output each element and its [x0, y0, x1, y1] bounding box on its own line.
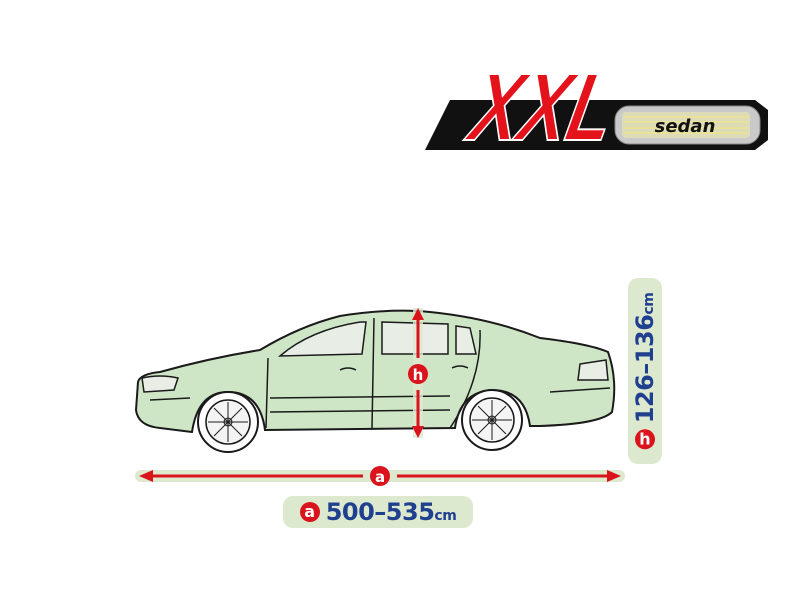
- logo-type-text: sedan: [655, 116, 716, 137]
- height-value: 126–136cm: [631, 293, 659, 424]
- length-range: 500–535: [325, 498, 435, 526]
- taillight: [577, 359, 609, 381]
- logo-plate-inner: [622, 112, 750, 138]
- rear-wheel: [461, 389, 523, 451]
- headlight: [141, 375, 179, 393]
- car-illustration: h: [130, 300, 630, 460]
- length-dimension-label: a 500–535cm: [283, 496, 473, 528]
- height-range: 126–136: [631, 314, 659, 424]
- height-dimension-label: h 126–136cm: [628, 278, 662, 464]
- length-arrow: a: [135, 466, 625, 486]
- height-badge-letter: h: [413, 366, 424, 384]
- arrow-head-left: [139, 470, 153, 482]
- length-unit: cm: [434, 508, 457, 524]
- height-unit: cm: [641, 292, 657, 315]
- length-badge-letter: a: [375, 468, 385, 486]
- length-badge-circle: [370, 466, 390, 486]
- arrow-head-right: [607, 470, 621, 482]
- xxl-sedan-logo: sedan XXL: [420, 40, 780, 162]
- arrow-head-up: [412, 308, 424, 320]
- height-badge: h: [635, 429, 655, 450]
- length-badge: a: [299, 502, 320, 522]
- logo-size-text: XXL: [459, 53, 626, 160]
- length-value: 500–535cm: [326, 498, 457, 526]
- height-arrow: h: [408, 308, 428, 438]
- front-window: [277, 321, 367, 357]
- arrow-head-down: [412, 426, 424, 438]
- height-badge-circle: [408, 364, 428, 384]
- quarter-window: [455, 325, 477, 355]
- front-wheel: [197, 391, 259, 453]
